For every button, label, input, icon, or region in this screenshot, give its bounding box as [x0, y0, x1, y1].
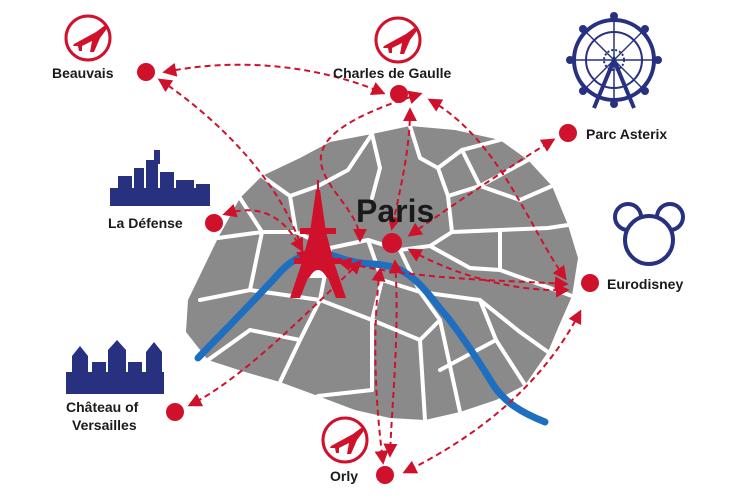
marker-la-defense[interactable] [205, 214, 223, 232]
label-versailles-line1: Château of [66, 399, 139, 415]
label-parc-asterix: Parc Asterix [586, 126, 667, 142]
marker-eurodisney[interactable] [581, 274, 599, 292]
airplane-icon [374, 16, 422, 64]
label-beauvais: Beauvais [52, 65, 114, 81]
marker-beauvais[interactable] [137, 63, 155, 81]
label-eurodisney: Eurodisney [607, 276, 683, 292]
airplane-icon [321, 416, 369, 464]
paris-city-area [186, 124, 578, 422]
marker-versailles[interactable] [166, 403, 184, 421]
location-markers [137, 63, 599, 484]
chateau-icon [66, 340, 164, 394]
marker-parc-asterix[interactable] [559, 124, 577, 142]
route-lines [157, 62, 582, 474]
label-versailles-line2: Versailles [72, 417, 137, 433]
marker-paris[interactable] [382, 233, 402, 253]
marker-orly[interactable] [376, 466, 394, 484]
skyline-icon [110, 150, 210, 206]
mickey-ears-icon [613, 202, 685, 266]
airplane-icon [64, 14, 112, 62]
marker-cdg[interactable] [390, 85, 408, 103]
ferris-wheel-icon [566, 12, 662, 109]
label-cdg: Charles de Gaulle [333, 65, 451, 81]
label-la-defense: La Défense [108, 215, 183, 231]
paris-label: Paris [356, 193, 434, 229]
label-orly: Orly [330, 468, 358, 484]
